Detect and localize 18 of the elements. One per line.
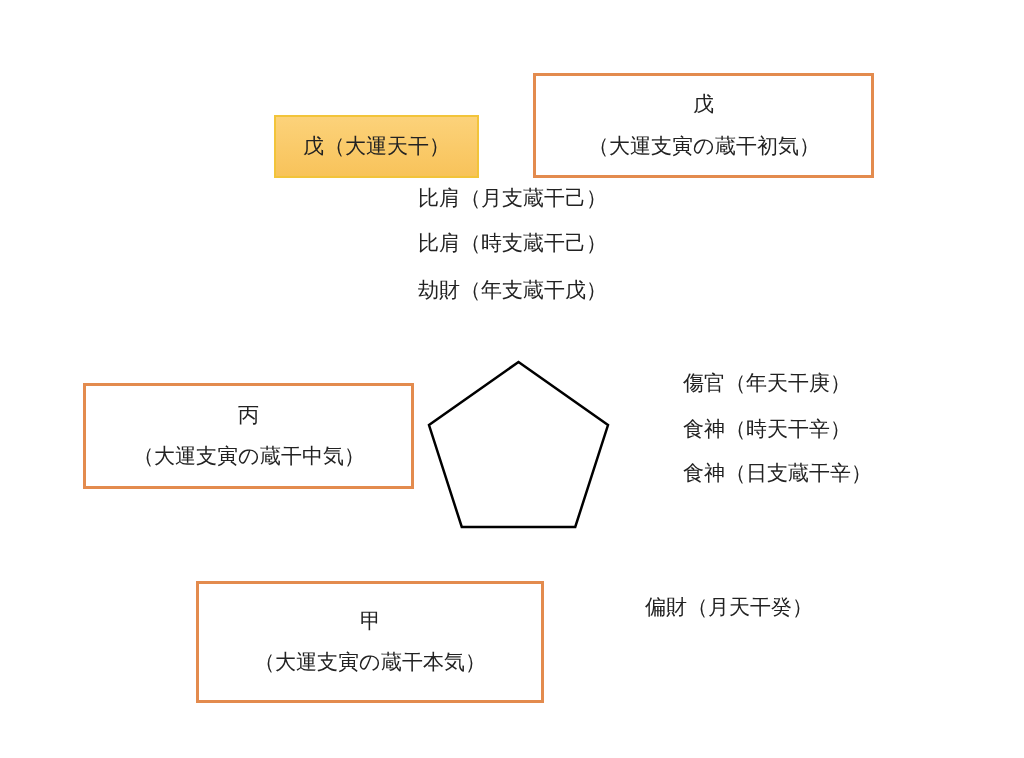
ten-god-label: 比肩（時支蔵干己） <box>418 231 607 257</box>
text-box <box>83 383 414 489</box>
ten-god-label: 食神（日支蔵干辛） <box>683 461 872 487</box>
box-text: 戊（大運天干） <box>303 133 450 160</box>
ten-god-label: 食神（時天干辛） <box>683 417 851 443</box>
ten-god-label: 比肩（月支蔵干己） <box>418 186 607 212</box>
text-box <box>533 73 874 178</box>
box-text: （大運支寅の蔵干初気） <box>587 133 820 159</box>
box-text: （大運支寅の蔵干本気） <box>254 650 486 676</box>
ten-god-label: 傷官（年天干庚） <box>683 371 851 397</box>
ten-god-label: 劫財（年支蔵干戊） <box>418 278 607 304</box>
text-box <box>274 115 479 178</box>
ten-god-label: 偏財（月天干癸） <box>645 595 813 621</box>
box-text: 丙 <box>238 402 259 428</box>
text-box <box>196 581 544 703</box>
box-text: （大運支寅の蔵干中気） <box>132 444 365 470</box>
box-text: 甲 <box>359 608 381 634</box>
box-text: 戊 <box>693 92 714 118</box>
